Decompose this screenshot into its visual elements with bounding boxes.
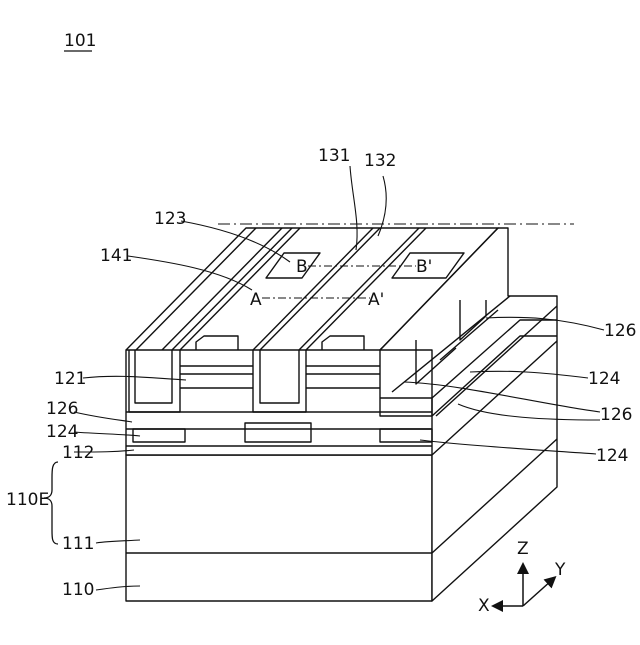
label-132: 132 bbox=[364, 151, 396, 171]
leader-132 bbox=[378, 176, 386, 236]
label-131: 131 bbox=[318, 146, 350, 166]
axis-x-label: X bbox=[478, 596, 490, 616]
label-110e: 110E bbox=[6, 490, 49, 510]
label-112: 112 bbox=[62, 443, 94, 463]
substrate-front-face bbox=[126, 455, 432, 601]
label-126-right-1: 126 bbox=[604, 321, 636, 341]
cutaway-back bbox=[498, 228, 557, 341]
stack-top-face bbox=[126, 228, 498, 350]
label-124-right-2: 124 bbox=[596, 446, 628, 466]
device-drawing bbox=[126, 228, 557, 601]
label-121: 121 bbox=[54, 369, 86, 389]
section-b: B bbox=[296, 257, 308, 277]
leader-123 bbox=[181, 221, 290, 262]
label-126-left: 126 bbox=[46, 399, 78, 419]
leader-131 bbox=[350, 166, 357, 250]
stripe-2a bbox=[253, 228, 373, 350]
label-126-right-2: 126 bbox=[600, 405, 632, 425]
stripe-1c bbox=[172, 228, 292, 350]
label-123: 123 bbox=[154, 209, 186, 229]
section-a: A bbox=[250, 290, 262, 310]
label-124-right-1: 124 bbox=[588, 369, 620, 389]
stripe-2b bbox=[260, 228, 380, 350]
gate-bump-left bbox=[196, 336, 238, 350]
section-lines bbox=[218, 224, 574, 298]
substrate-right-face bbox=[432, 341, 557, 601]
axis-y-label: Y bbox=[554, 560, 566, 580]
stripe-2c bbox=[299, 228, 419, 350]
gate-bump-right bbox=[322, 336, 364, 350]
label-111: 111 bbox=[62, 534, 94, 554]
section-b-prime: B' bbox=[416, 257, 432, 277]
section-a-prime: A' bbox=[368, 290, 384, 310]
axis-indicator bbox=[497, 568, 552, 606]
stripe-1a bbox=[136, 228, 256, 350]
stripe-1d bbox=[180, 228, 300, 350]
axis-z-label: Z bbox=[517, 539, 529, 559]
leader-126-left bbox=[74, 412, 132, 422]
label-124-left: 124 bbox=[46, 422, 78, 442]
y-axis-arrow bbox=[523, 580, 552, 606]
label-141: 141 bbox=[100, 246, 132, 266]
cutaway-top-edge bbox=[380, 228, 498, 350]
figure-ref: 101 bbox=[64, 31, 96, 51]
stripe-2d bbox=[306, 228, 426, 350]
leader-126-r1 bbox=[486, 317, 604, 330]
label-110: 110 bbox=[62, 580, 94, 600]
